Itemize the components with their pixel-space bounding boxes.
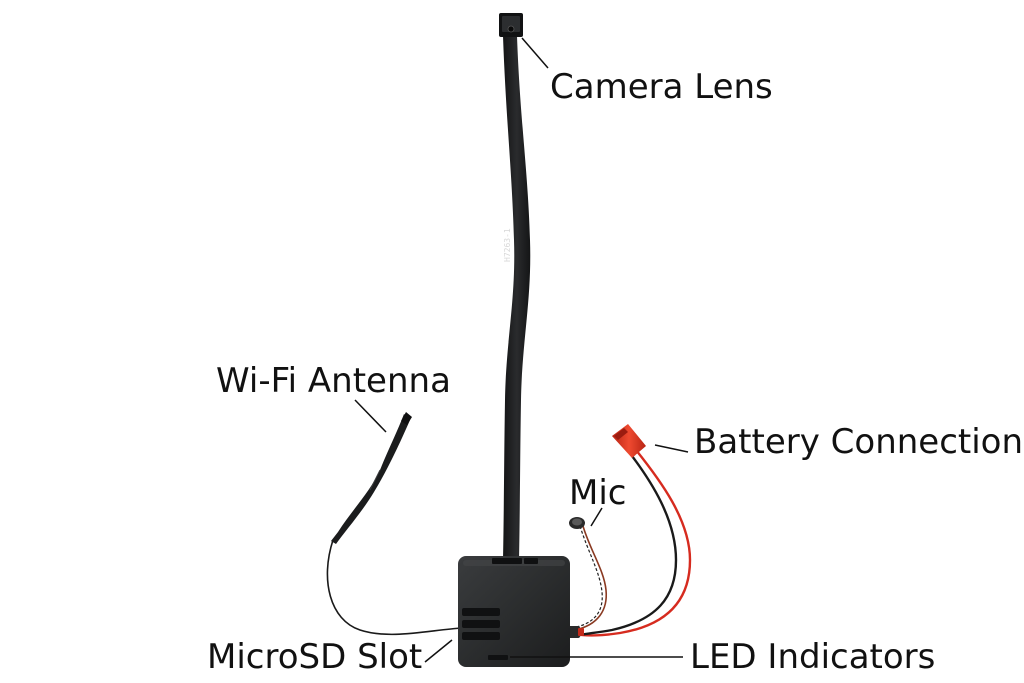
battery-connector (612, 424, 646, 458)
wifi-antenna (331, 412, 412, 544)
wire-joint-red (578, 628, 584, 636)
main-box (458, 556, 570, 667)
label-battery-connection: Battery Connection (694, 422, 1024, 462)
mic-capsule (569, 517, 585, 529)
leader-lines (354, 37, 689, 663)
label-led-indicators: LED Indicators (690, 637, 936, 677)
battery-wires (574, 449, 692, 638)
ribbon-cable (503, 36, 531, 560)
leader-wifi (354, 399, 387, 433)
leader-microsd (424, 639, 453, 663)
leader-mic (590, 507, 603, 527)
label-camera-lens: Camera Lens (550, 67, 773, 107)
label-wifi-antenna: Wi-Fi Antenna (216, 361, 451, 401)
antenna-wire (326, 539, 463, 636)
label-mic: Mic (569, 473, 627, 513)
cable-marking: H7263-1 (503, 228, 512, 262)
leader-camera (521, 37, 549, 69)
mic-wires (571, 525, 607, 631)
camera-module (499, 13, 523, 37)
label-microsd-slot: MicroSD Slot (207, 637, 423, 677)
leader-battery (654, 444, 689, 453)
